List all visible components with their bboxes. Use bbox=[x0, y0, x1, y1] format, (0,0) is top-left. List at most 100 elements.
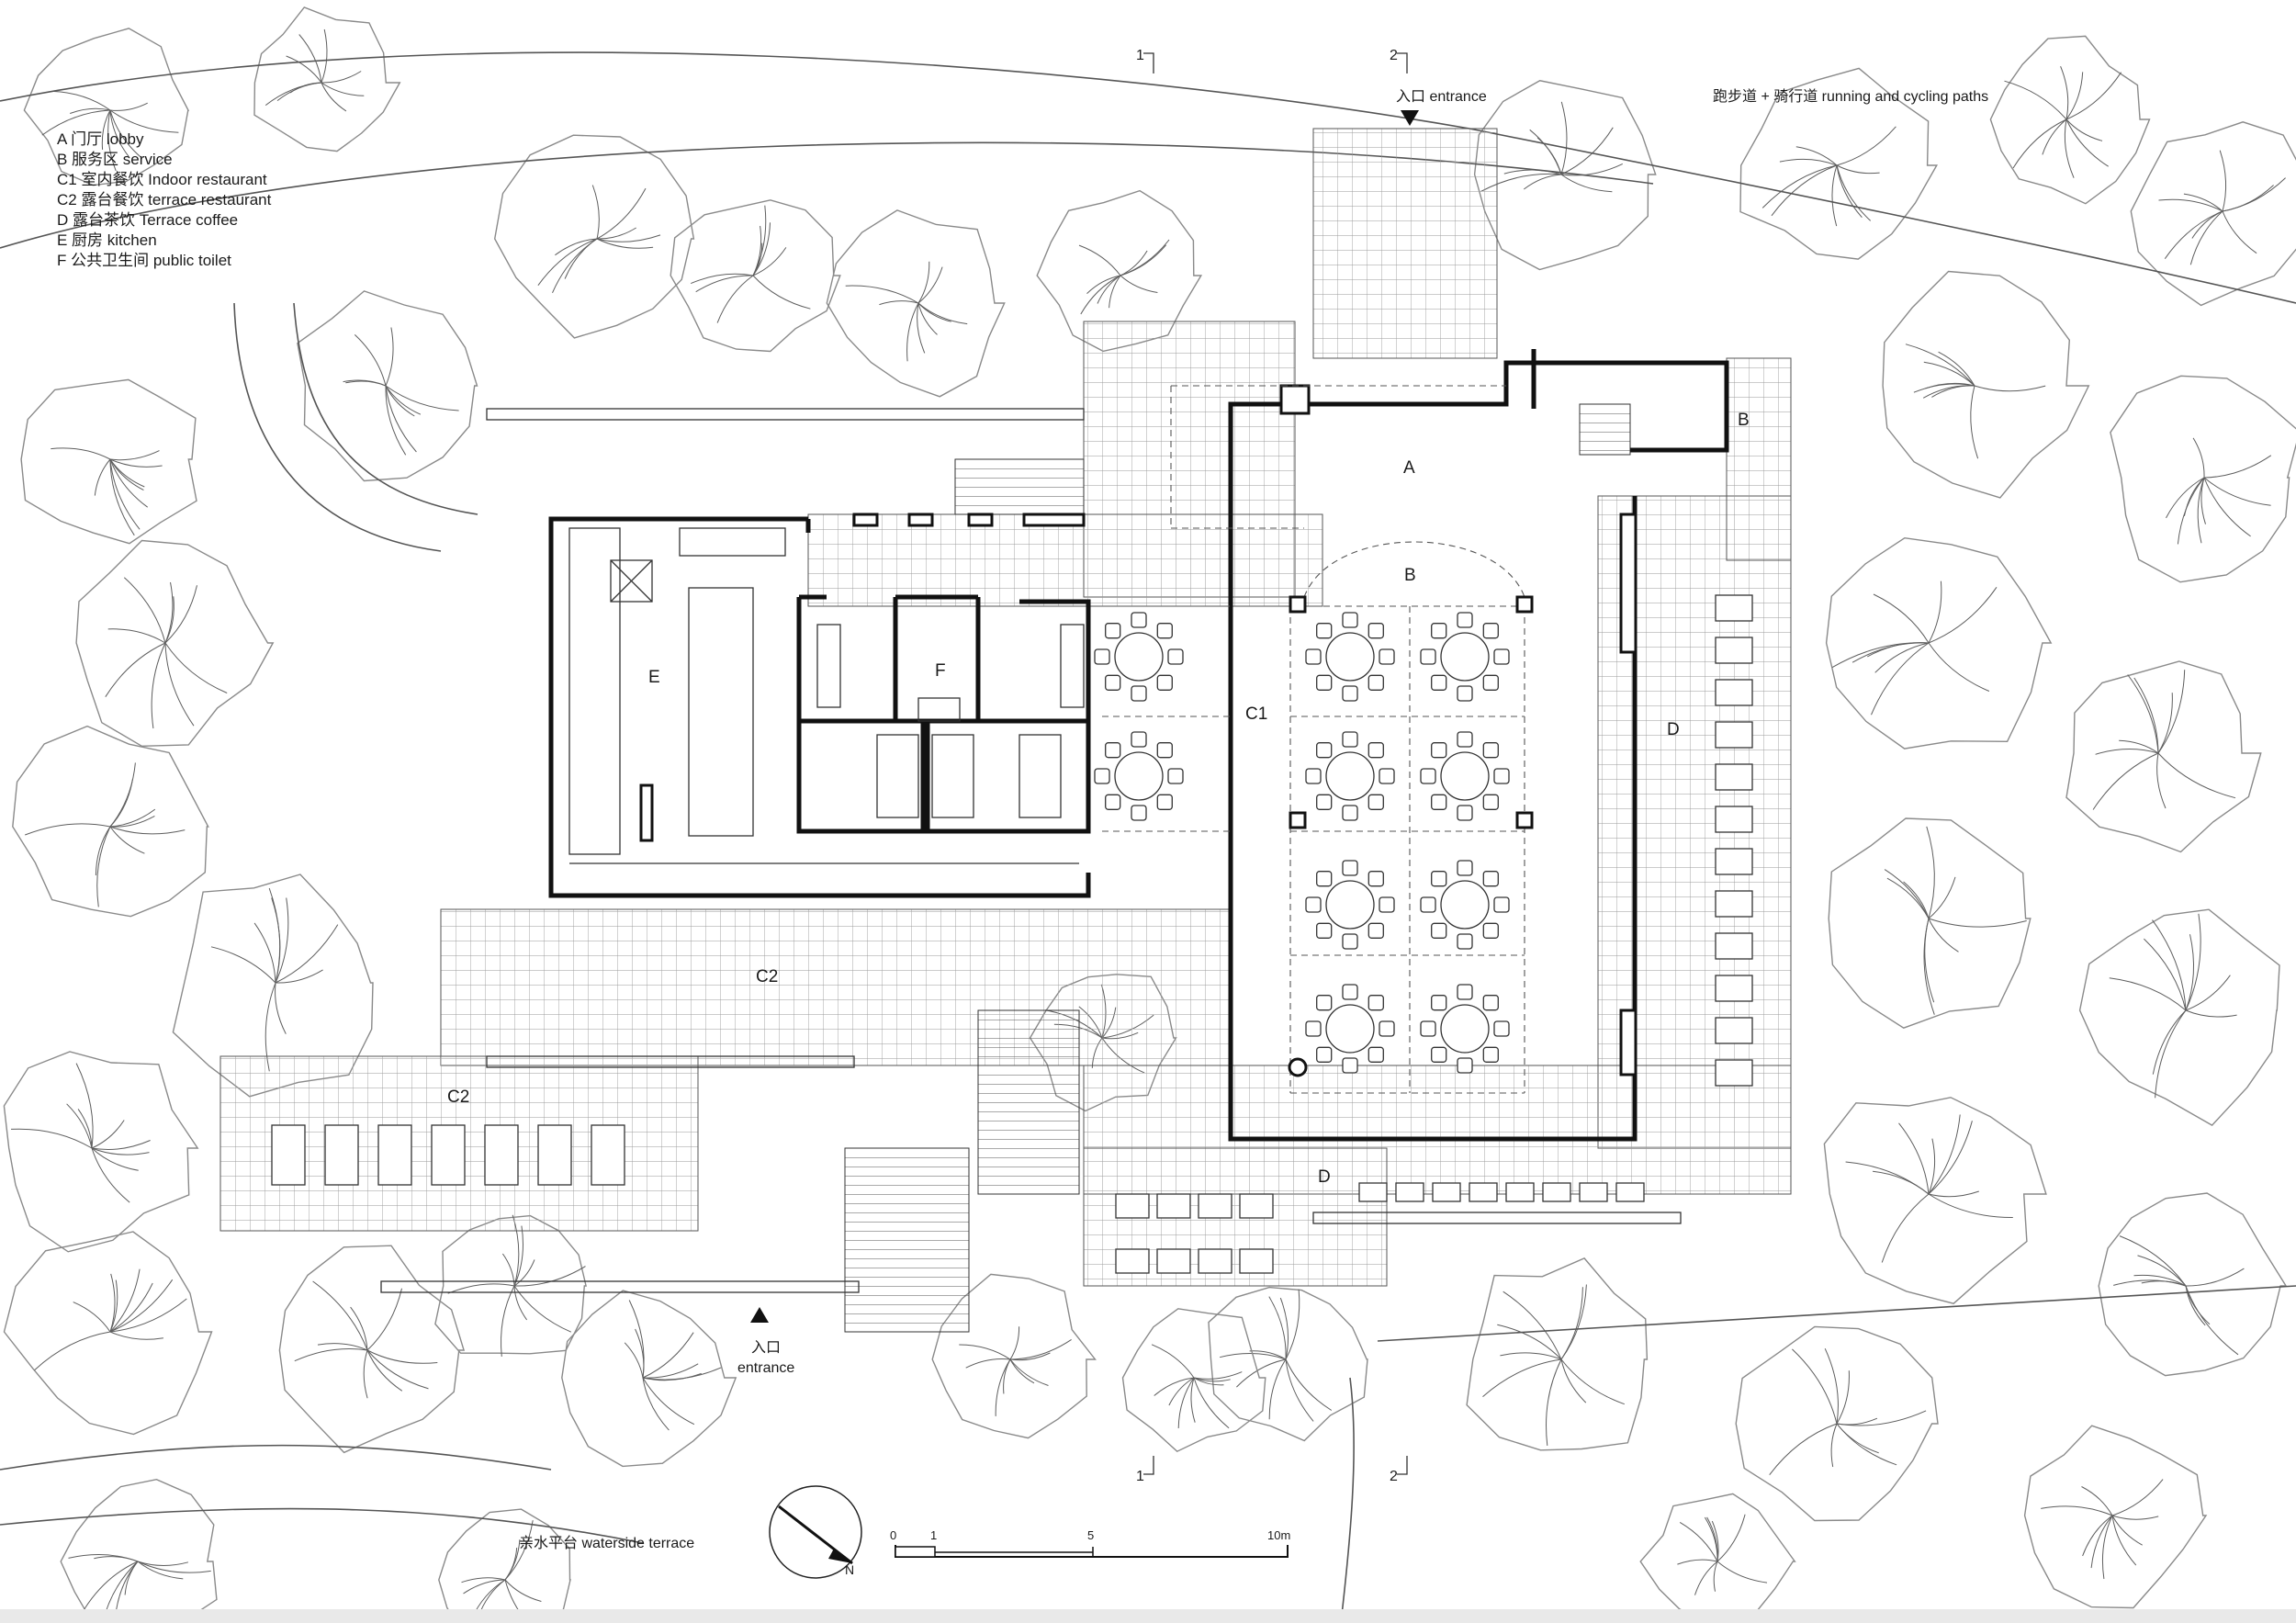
scale-tick-5: 5 bbox=[1087, 1528, 1094, 1542]
scale-tick-10m: 10m bbox=[1267, 1528, 1290, 1542]
round-table bbox=[1305, 860, 1395, 950]
legend-C1: C1 室内餐饮 Indoor restaurant bbox=[57, 171, 267, 188]
paths-label: 跑步道 + 骑行道 running and cycling paths bbox=[1713, 88, 1988, 105]
terrace-table bbox=[1715, 763, 1753, 791]
section-markers: 1 2 1 2 bbox=[1136, 48, 1408, 1484]
room-label-E: E bbox=[648, 668, 660, 687]
tree-icon bbox=[278, 1245, 466, 1454]
tree-icon bbox=[1828, 817, 2032, 1029]
tree-icon bbox=[2065, 660, 2262, 853]
terrace-table bbox=[1505, 1182, 1535, 1202]
round-table bbox=[1305, 731, 1395, 821]
room-label-F: F bbox=[935, 661, 946, 681]
terrace-tables bbox=[271, 594, 1753, 1274]
terrace-table bbox=[1715, 594, 1753, 622]
round-table bbox=[1420, 731, 1510, 821]
legend-D: D 露台茶饮 Terrace coffee bbox=[57, 211, 238, 229]
room-labels: A B B C1 C2 C2 D D E F bbox=[447, 411, 1750, 1187]
toilet-fixtures bbox=[816, 624, 1085, 818]
room-label-A: A bbox=[1403, 458, 1415, 478]
tree-icon bbox=[1639, 1493, 1796, 1623]
terrace-table bbox=[1715, 679, 1753, 706]
terrace-table bbox=[1615, 1182, 1645, 1202]
tree-icon bbox=[1823, 1097, 2047, 1304]
terrace-table bbox=[1239, 1193, 1274, 1219]
terrace-table bbox=[1579, 1182, 1608, 1202]
tree-icon bbox=[438, 1508, 571, 1623]
round-table bbox=[1305, 984, 1395, 1074]
round-dining-tables bbox=[1094, 612, 1510, 1074]
entrance-bottom-label-cn: 入口 bbox=[751, 1340, 781, 1356]
terrace-table bbox=[1239, 1248, 1274, 1274]
tree-icon bbox=[826, 209, 1006, 398]
scale-tick-0: 0 bbox=[890, 1528, 896, 1542]
entrance-top-label: 入口 entrance bbox=[1396, 89, 1487, 105]
tree-icon bbox=[2110, 375, 2296, 583]
tree-icon bbox=[60, 1478, 218, 1623]
terrace-table bbox=[484, 1124, 519, 1186]
stairs bbox=[844, 403, 1631, 1333]
room-label-D-bottom: D bbox=[1318, 1167, 1331, 1187]
bottom-border bbox=[0, 1609, 2296, 1623]
north-letter: N bbox=[845, 1562, 854, 1577]
entrance-bottom-label-en: entrance bbox=[737, 1360, 794, 1376]
tree-icon bbox=[297, 290, 478, 482]
terrace-table bbox=[1115, 1248, 1150, 1274]
tree-icon bbox=[253, 6, 401, 152]
terrace-table bbox=[1715, 806, 1753, 833]
terrace-table bbox=[377, 1124, 412, 1186]
terrace-table bbox=[1469, 1182, 1498, 1202]
tree-icon bbox=[2023, 1425, 2208, 1609]
legend-F: F 公共卫生间 public toilet bbox=[57, 252, 231, 269]
tree-icon bbox=[561, 1290, 737, 1468]
round-table bbox=[1420, 612, 1510, 702]
section-1-top: 1 bbox=[1136, 48, 1144, 63]
tree-icon bbox=[1466, 1257, 1649, 1451]
tree-icon bbox=[23, 28, 190, 186]
tree-icon bbox=[493, 134, 695, 339]
room-label-C2-lower: C2 bbox=[447, 1088, 469, 1107]
tree-icon bbox=[1735, 1325, 1939, 1522]
terrace-table bbox=[1715, 721, 1753, 749]
legend-E: E 厨房 kitchen bbox=[57, 231, 157, 249]
round-table bbox=[1420, 860, 1510, 950]
legend: A 门厅 lobby B 服务区 service C1 室内餐饮 Indoor … bbox=[57, 130, 272, 269]
tree-icon bbox=[2098, 1192, 2288, 1377]
round-table bbox=[1094, 731, 1184, 821]
tree-icon bbox=[1739, 67, 1939, 260]
terrace-table bbox=[591, 1124, 625, 1186]
tree-icon bbox=[20, 378, 197, 545]
terrace-table bbox=[1715, 932, 1753, 960]
terrace-table bbox=[1198, 1248, 1232, 1274]
terrace-table bbox=[1395, 1182, 1424, 1202]
landscape-trees bbox=[3, 6, 2296, 1623]
structural-dashed-grid bbox=[1102, 385, 1525, 1094]
terrace-table bbox=[1715, 848, 1753, 875]
tree-icon bbox=[75, 539, 275, 748]
entrance-bottom-arrow-icon bbox=[750, 1307, 769, 1323]
north-arrow-icon: N bbox=[769, 1485, 862, 1579]
tree-icon bbox=[670, 199, 841, 353]
tree-icon bbox=[1882, 270, 2090, 499]
room-label-C2-upper: C2 bbox=[756, 967, 778, 986]
tree-icon bbox=[2130, 121, 2296, 307]
round-table bbox=[1420, 984, 1510, 1074]
scale-tick-1: 1 bbox=[930, 1528, 937, 1542]
terrace-table bbox=[1156, 1193, 1191, 1219]
terrace-table bbox=[1715, 890, 1753, 918]
section-2-bottom: 2 bbox=[1390, 1469, 1398, 1484]
terrace-table bbox=[1715, 1059, 1753, 1087]
room-label-C1: C1 bbox=[1245, 704, 1267, 724]
waterside-terrace-label: 亲水平台 waterside terrace bbox=[519, 1535, 694, 1551]
running-cycling-path bbox=[0, 51, 2296, 1623]
round-table bbox=[1305, 612, 1395, 702]
section-2-top: 2 bbox=[1390, 48, 1398, 63]
tree-icon bbox=[12, 725, 209, 918]
section-1-bottom: 1 bbox=[1136, 1469, 1144, 1484]
terrace-table bbox=[324, 1124, 359, 1186]
terrace-table bbox=[1542, 1182, 1571, 1202]
room-label-D-right: D bbox=[1667, 720, 1680, 739]
terrace-table bbox=[537, 1124, 572, 1186]
terrace-table bbox=[1715, 975, 1753, 1002]
